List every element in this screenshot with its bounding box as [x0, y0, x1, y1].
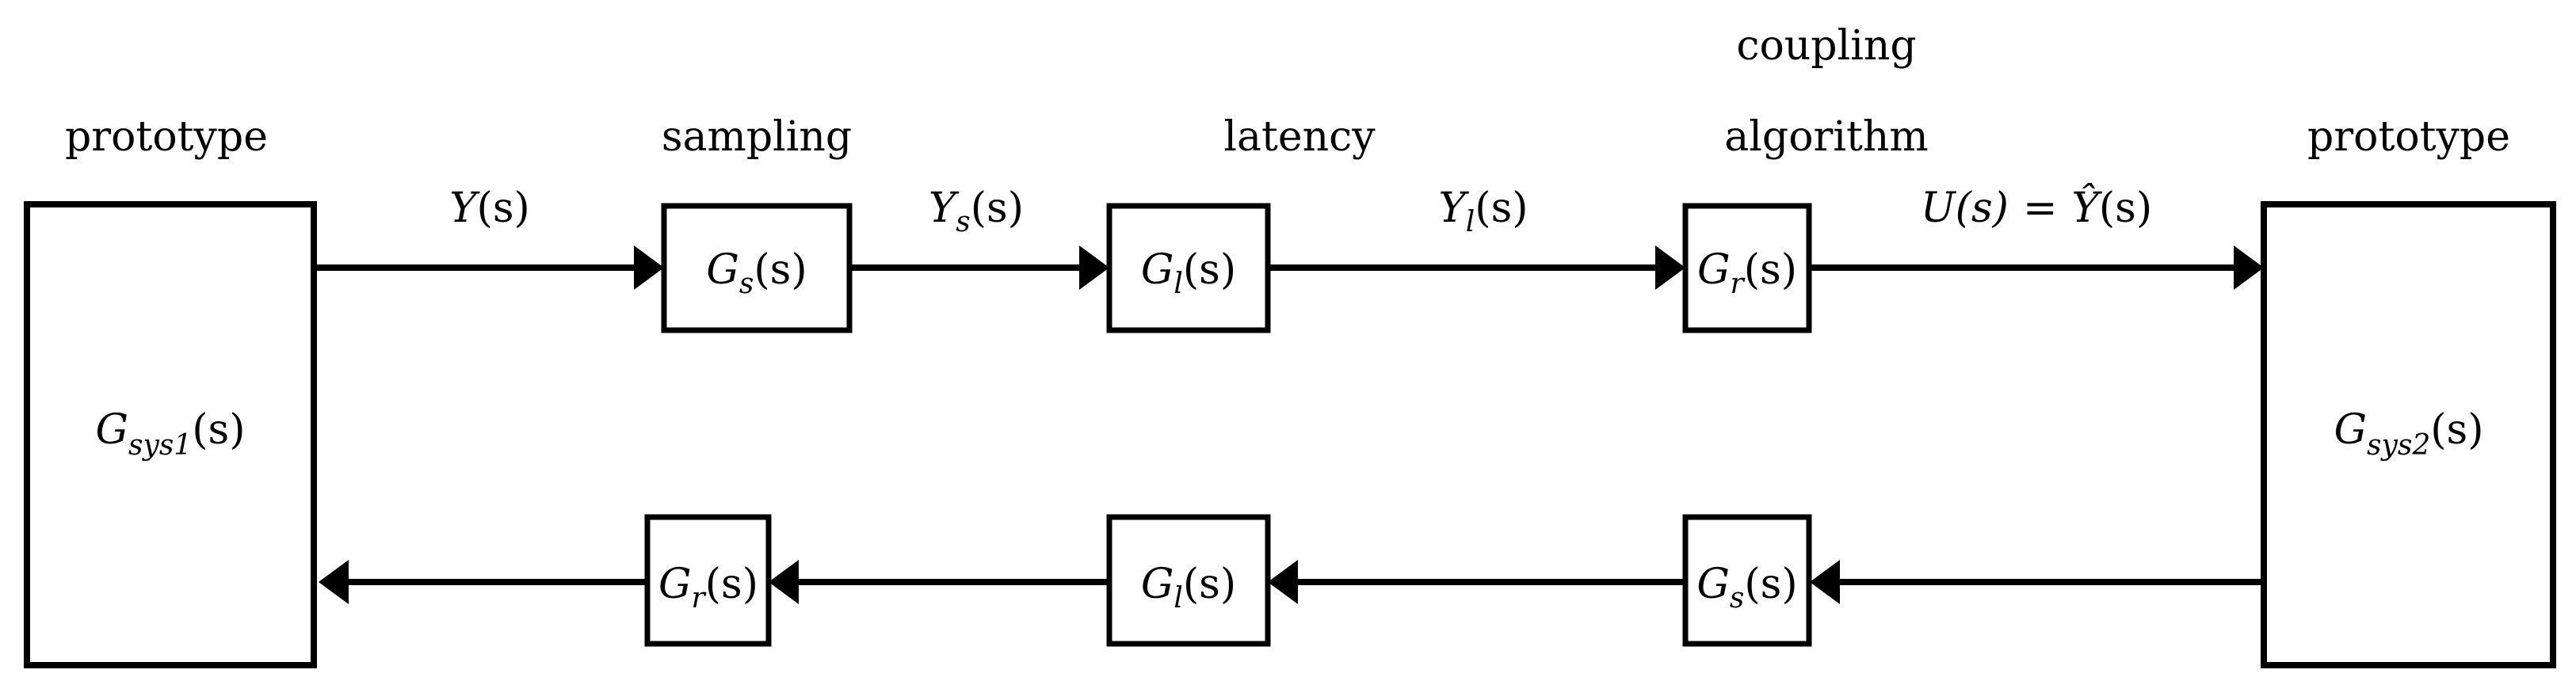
- block-reverse-sampling-label: Gs(s): [1696, 561, 1797, 614]
- rl-sub: l: [1174, 582, 1183, 614]
- signal-label-ys: Ys(s): [929, 185, 1024, 238]
- rl-arg: (s): [1183, 561, 1236, 608]
- signal-label-yl: Yl(s): [1438, 185, 1528, 238]
- rc-sub: r: [692, 582, 707, 614]
- block-left-prototype[interactable]: [24, 201, 317, 668]
- block-forward-coupling[interactable]: [1682, 203, 1812, 333]
- rc-base: G: [658, 561, 692, 608]
- fc-base: G: [1697, 246, 1731, 294]
- ys-arg: (s): [971, 185, 1024, 232]
- block-right-prototype[interactable]: [2261, 201, 2556, 668]
- lp-sub: sys1: [128, 429, 192, 462]
- rs-base: G: [1696, 561, 1730, 608]
- lp-base: G: [95, 406, 128, 454]
- signal-label-u-eq-yhat: U(s) = Ŷ(s): [1921, 183, 2152, 232]
- y-base: Y: [449, 185, 480, 232]
- header-left-prototype: prototype: [65, 113, 268, 161]
- header-latency: latency: [1223, 113, 1376, 161]
- fs-base: G: [706, 246, 739, 294]
- arrowhead-to-latency: [1079, 245, 1109, 290]
- yl-sub: l: [1466, 206, 1475, 238]
- signal-label-y: Y(s): [449, 185, 530, 232]
- block-reverse-coupling[interactable]: [644, 514, 772, 647]
- yl-base: Y: [1438, 185, 1469, 232]
- header-sampling: sampling: [662, 113, 852, 161]
- arrowhead-to-coupling: [1655, 245, 1685, 290]
- rs-sub: s: [1730, 582, 1744, 614]
- fs-arg: (s): [754, 246, 807, 294]
- block-left-prototype-label: Gsys1(s): [95, 406, 245, 462]
- u-left: U(s): [1921, 185, 2009, 232]
- block-reverse-sampling[interactable]: [1682, 514, 1812, 647]
- block-reverse-latency[interactable]: [1106, 514, 1271, 647]
- block-forward-sampling[interactable]: [661, 203, 853, 333]
- arrowhead-to-rev-sampling: [1810, 560, 1840, 604]
- yl-arg: (s): [1475, 185, 1528, 232]
- lp-arg: (s): [192, 406, 245, 454]
- fc-arg: (s): [1744, 246, 1797, 294]
- header-coupling: coupling: [1736, 22, 1916, 70]
- u-eq: =: [2023, 185, 2058, 232]
- u-right-arg: (s): [2099, 185, 2152, 232]
- rp-base: G: [2334, 406, 2367, 454]
- arrowhead-to-rev-latency: [1268, 560, 1298, 604]
- fs-sub: s: [739, 268, 754, 300]
- rs-arg: (s): [1744, 561, 1797, 608]
- fl-sub: l: [1174, 268, 1183, 300]
- rc-arg: (s): [705, 561, 758, 608]
- ys-base: Y: [929, 185, 960, 232]
- arrowhead-to-proto1: [319, 560, 349, 604]
- header-right-prototype: prototype: [2307, 113, 2510, 161]
- fc-sub: r: [1731, 268, 1746, 300]
- rp-sub: sys2: [2367, 429, 2430, 462]
- rp-arg: (s): [2430, 406, 2483, 454]
- block-reverse-coupling-label: Gr(s): [658, 561, 758, 614]
- rl-base: G: [1141, 561, 1174, 608]
- y-arg: (s): [477, 185, 530, 232]
- block-forward-sampling-label: Gs(s): [706, 246, 807, 300]
- arrowhead-to-proto2: [2234, 245, 2264, 290]
- block-reverse-latency-label: Gl(s): [1141, 561, 1236, 614]
- fl-arg: (s): [1183, 246, 1236, 294]
- ys-sub: s: [956, 206, 970, 238]
- block-right-prototype-label: Gsys2(s): [2334, 406, 2483, 462]
- fl-base: G: [1141, 246, 1174, 294]
- arrowhead-to-sampling: [634, 245, 664, 290]
- header-algorithm: algorithm: [1724, 113, 1928, 161]
- u-right-base: Ŷ: [2072, 183, 2103, 232]
- block-forward-coupling-label: Gr(s): [1697, 246, 1797, 300]
- block-forward-latency-label: Gl(s): [1141, 246, 1236, 300]
- arrowhead-to-rev-coupling: [769, 560, 799, 604]
